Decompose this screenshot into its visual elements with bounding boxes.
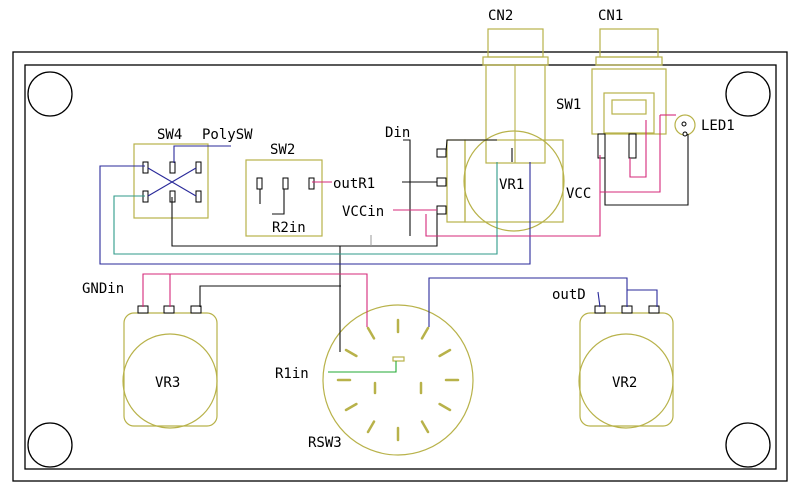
mount-hole-top-right (725, 71, 771, 117)
vr2-potentiometer (578, 305, 674, 429)
label-sw4: SW4 (157, 127, 182, 143)
label-sw1: SW1 (556, 97, 581, 113)
vr3-potentiometer (122, 305, 218, 429)
label-cn2: CN2 (488, 8, 513, 24)
sw4-switch (133, 143, 209, 219)
rsw3-rotary-switch (322, 304, 474, 456)
mount-hole-bottom-left (27, 422, 73, 468)
label-outr1: outR1 (333, 176, 375, 192)
pcb-board (12, 51, 788, 482)
rsw3-contact (438, 348, 452, 358)
rsw3-contact (366, 420, 376, 434)
label-polysw: PolySW (202, 127, 253, 143)
rsw3-contact (366, 326, 376, 340)
rsw3-contact (420, 420, 430, 434)
label-vcc: VCC (566, 186, 591, 202)
rsw3-contact (420, 326, 430, 340)
cn2-connector (482, 28, 549, 164)
cn1-connector (595, 28, 663, 66)
label-din: Din (385, 125, 410, 141)
label-rsw3: RSW3 (308, 435, 342, 451)
rsw3-contact (344, 402, 358, 412)
led1 (674, 114, 696, 137)
rsw3-contacts (336, 318, 460, 442)
label-vccin: VCCin (342, 204, 384, 220)
label-cn1: CN1 (598, 8, 623, 24)
rsw3-contact (438, 402, 452, 412)
mount-hole-bottom-right (725, 422, 771, 468)
label-vr2: VR2 (612, 375, 637, 391)
label-vr3: VR3 (155, 375, 180, 391)
wires (99, 114, 689, 373)
label-vr1: VR1 (499, 177, 524, 193)
label-r2in: R2in (272, 220, 306, 236)
board-outer-edge (12, 51, 788, 482)
label-sw2: SW2 (270, 142, 295, 158)
label-r1in: R1in (275, 366, 309, 382)
labels: CN2 CN1 SW1 LED1 Din VR1 VCC SW4 PolySW … (82, 8, 735, 451)
mount-hole-top-left (27, 71, 73, 117)
label-outd: outD (552, 287, 586, 303)
label-gndin: GNDin (82, 281, 124, 297)
board-inner-edge (24, 64, 777, 470)
rsw3-contact (344, 348, 358, 358)
label-led1: LED1 (701, 118, 735, 134)
sw1-switch (591, 68, 667, 159)
